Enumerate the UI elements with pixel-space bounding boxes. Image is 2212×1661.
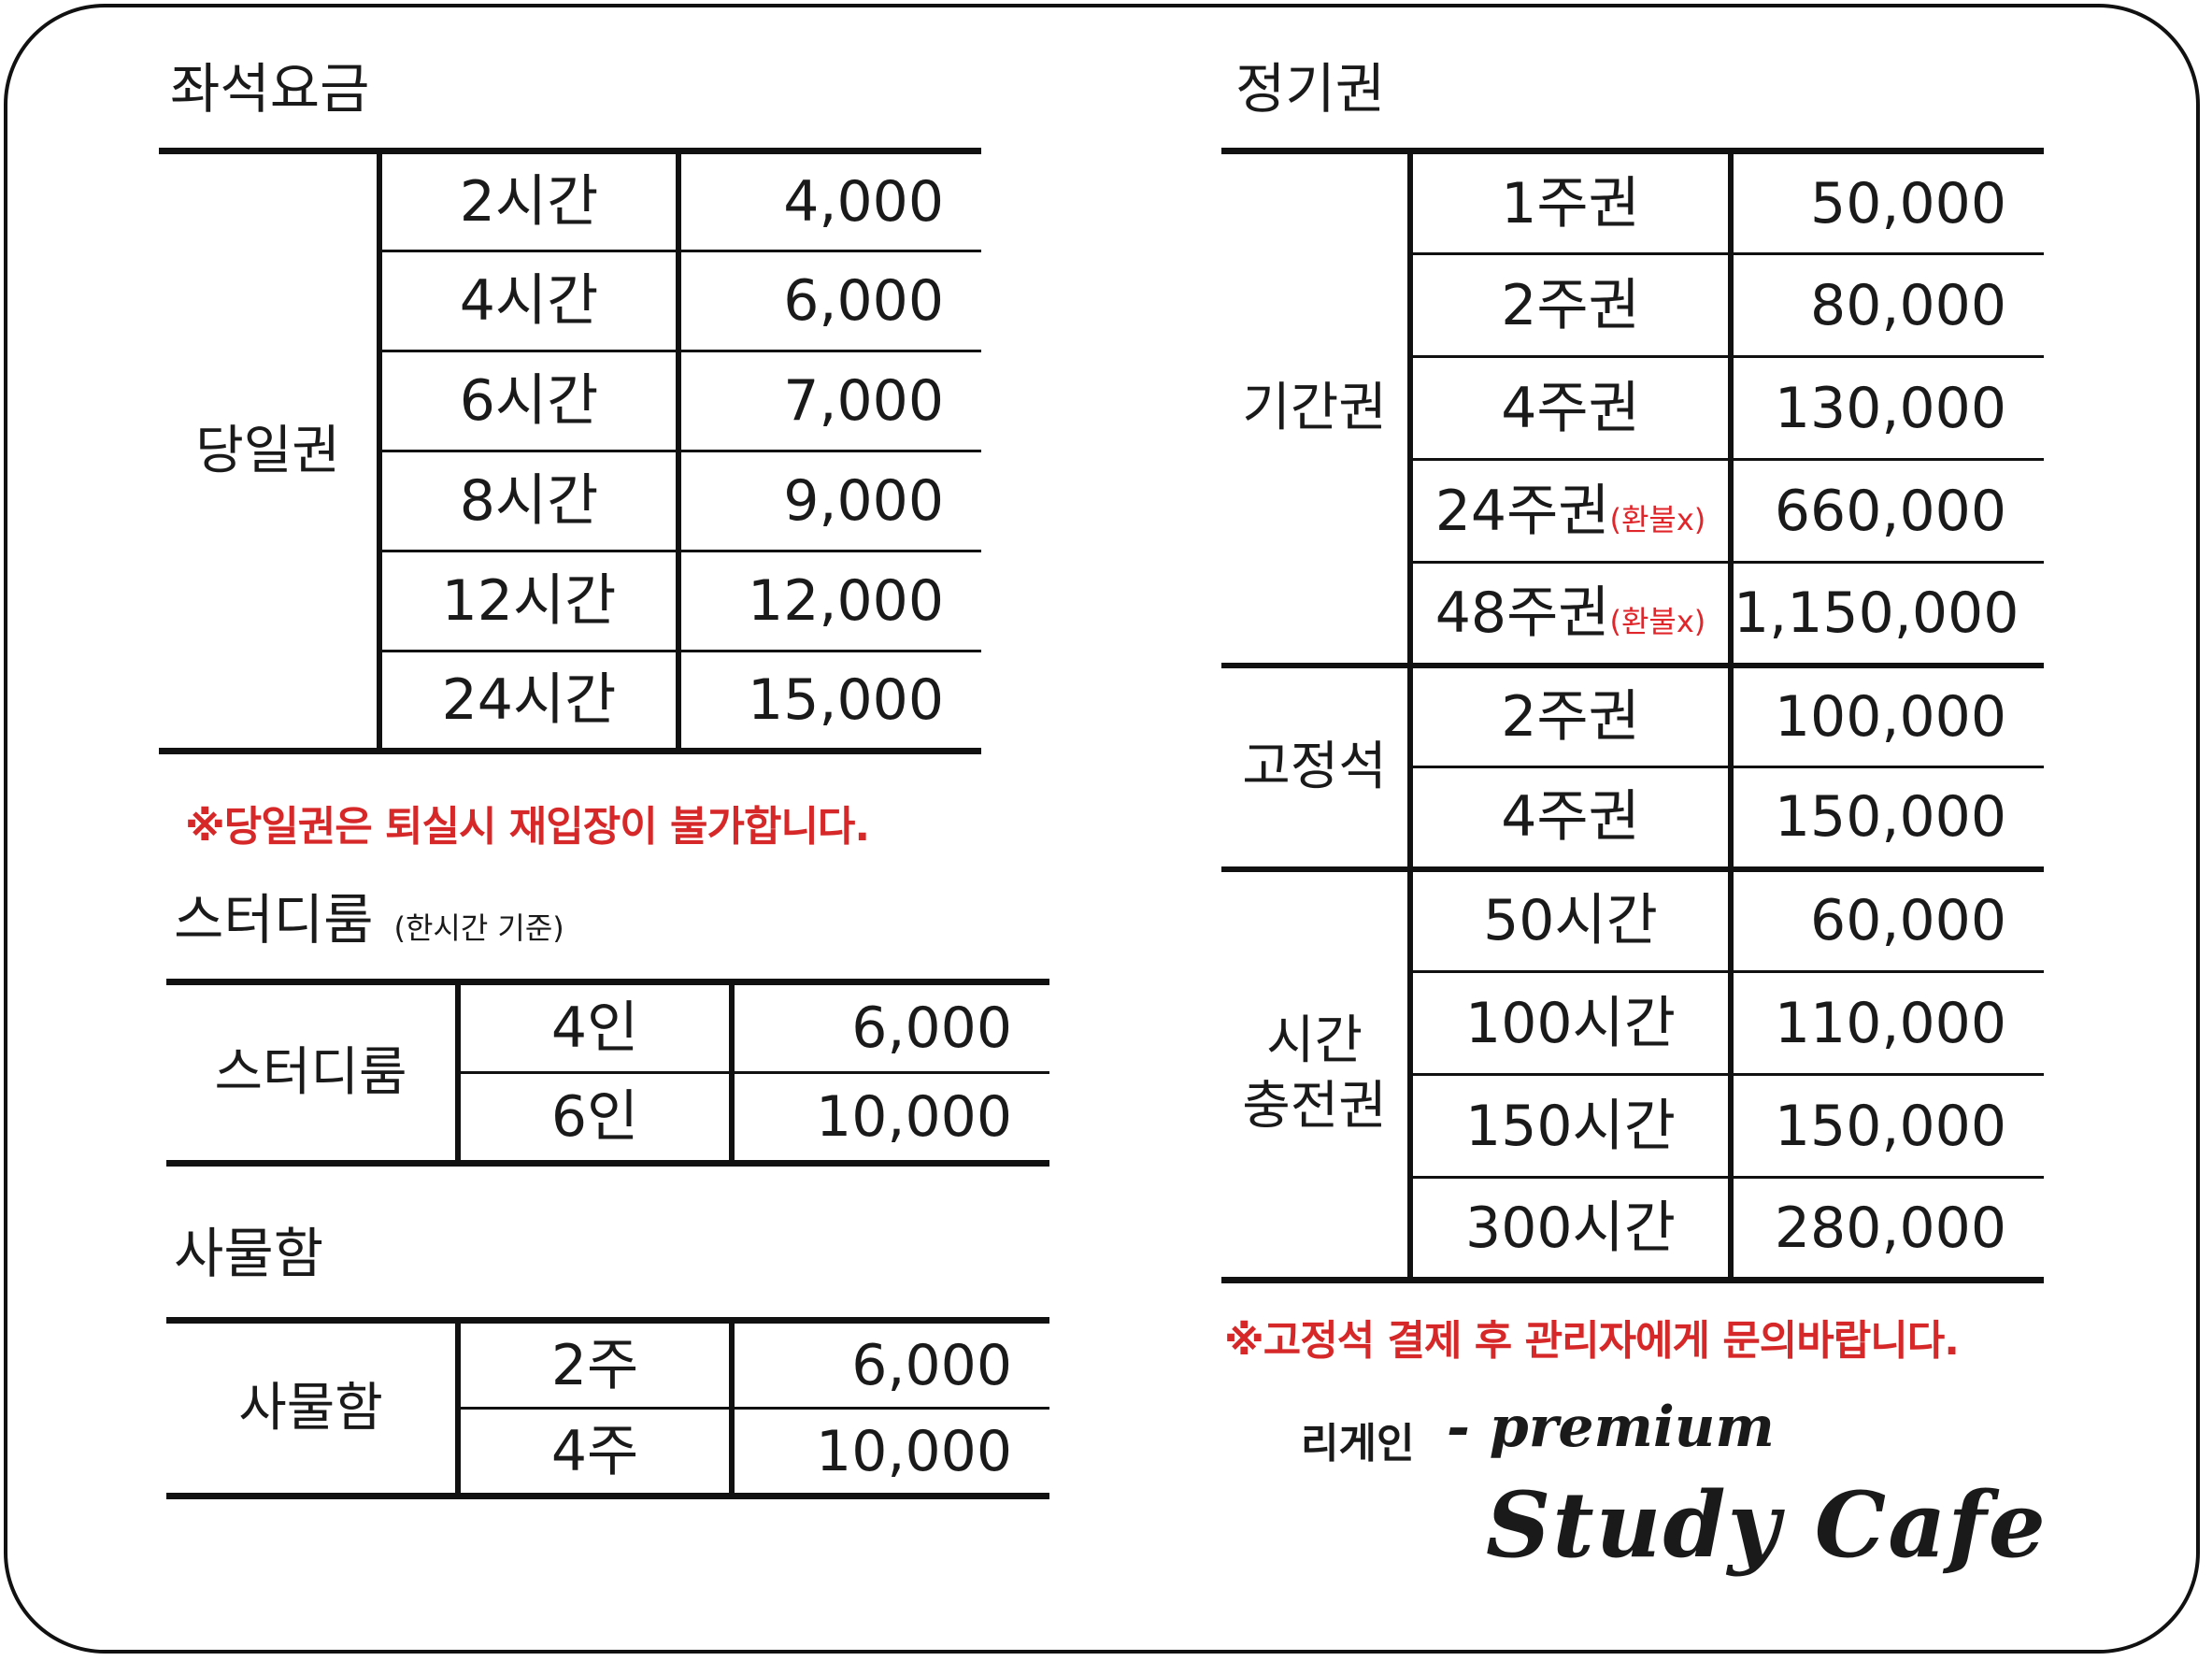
- table-row: 300시간 280,000: [1221, 1176, 2044, 1281]
- ticket-name: 12시간: [379, 550, 681, 652]
- table-row: 150시간 150,000: [1221, 1073, 2044, 1178]
- pass-price: 100,000: [1731, 662, 2044, 767]
- study-room-title-text: 스터디룸: [174, 888, 374, 952]
- table-row: 4주권 150,000: [1221, 766, 2044, 869]
- locker-table: 사물함 2주 6,000 4주 10,000: [166, 1317, 1049, 1499]
- room-price: 6,000: [851, 995, 1012, 1061]
- pass-name: 300시간: [1410, 1176, 1734, 1281]
- table-row: 12시간 12,000: [159, 550, 981, 652]
- pass-note: ※고정석 결제 후 관리자에게 문의바랍니다.: [1224, 1317, 1960, 1365]
- ticket-name: 8시간: [379, 450, 681, 551]
- pass-price: 50,000: [1810, 170, 2006, 236]
- no-refund-tag: (환불x): [1609, 603, 1706, 639]
- locker-title: 사물함: [174, 1222, 324, 1285]
- locker-period: 2주: [458, 1320, 735, 1409]
- pass-price: 150,000: [1731, 1073, 2044, 1178]
- pass-category-time-line2: 충전권: [1242, 1076, 1387, 1138]
- pass-category-time-line1: 시간: [1265, 1010, 1363, 1072]
- seat-fee-note: ※당일권은 퇴실시 재입장이 불가합니다.: [185, 803, 870, 851]
- pass-title: 정기권: [1235, 57, 1386, 121]
- table-row: 스터디룸 4인 6,000: [166, 981, 1049, 1164]
- seat-fee-category: 당일권: [159, 150, 382, 752]
- table-row: 24시간 15,000: [159, 650, 981, 752]
- table-row: 사물함 2주 6,000: [166, 1320, 1049, 1496]
- pass-price: 150,000: [1731, 766, 2044, 869]
- pass-name: 100시간: [1410, 970, 1734, 1075]
- study-room-table: 스터디룸 4인 6,000 6인 10,000: [166, 979, 1049, 1167]
- pass-price: 110,000: [1731, 970, 2044, 1075]
- study-room-title: 스터디룸(한시간 기준): [174, 893, 564, 947]
- ticket-name: 24시간: [379, 650, 681, 752]
- room-price: 10,000: [732, 1071, 1049, 1164]
- pass-price: 130,000: [1731, 355, 2044, 460]
- table-row: 4주권 130,000: [1221, 355, 2044, 460]
- pass-name: 24주권(환불x): [1410, 458, 1734, 563]
- pass-name: 2주권: [1410, 252, 1734, 357]
- ticket-name: 6시간: [379, 350, 681, 451]
- pass-table: 기간권 1주권 50,000 2주권 80,000 4주권 130,000 24…: [1221, 148, 2044, 1283]
- pass-name: 4주권: [1410, 766, 1734, 869]
- ticket-price: 15,000: [678, 650, 981, 752]
- table-row: 시간 충전권 50시간 60,000: [1221, 866, 2044, 1281]
- locker-price: 10,000: [732, 1407, 1049, 1496]
- table-row: 6시간 7,000: [159, 350, 981, 451]
- table-row: 고정석 2주권 100,000: [1221, 662, 2044, 869]
- table-row: 24주권(환불x) 660,000: [1221, 458, 2044, 563]
- room-size: 6인: [458, 1071, 735, 1164]
- pass-name: 50시간: [1410, 866, 1734, 972]
- pass-category-time: 시간 충전권: [1221, 866, 1413, 1281]
- pass-price: 80,000: [1731, 252, 2044, 357]
- locker-price: 6,000: [851, 1332, 1012, 1398]
- ticket-name: 2시간: [379, 150, 681, 251]
- pass-category-fixed: 고정석: [1221, 662, 1413, 869]
- pass-price: 60,000: [1731, 866, 2044, 972]
- locker-period: 4주: [458, 1407, 735, 1496]
- pass-name: 1주권: [1410, 150, 1734, 254]
- pass-price: 1,150,000: [1731, 561, 2044, 666]
- pass-name-text: 24주권: [1434, 478, 1610, 544]
- ticket-price: 7,000: [678, 350, 981, 451]
- table-row: 4주 10,000: [166, 1407, 1049, 1496]
- pass-name: 150시간: [1410, 1073, 1734, 1178]
- pass-category-period: 기간권: [1221, 150, 1413, 666]
- table-row: 기간권 1주권 50,000: [1221, 150, 2044, 666]
- ticket-price: 4,000: [783, 169, 944, 235]
- brand-korean-name: 리게인: [1301, 1420, 1415, 1468]
- seat-fee-title: 좌석요금: [170, 57, 370, 121]
- study-room-subtitle: (한시간 기준): [393, 910, 564, 946]
- table-row: 48주권(환불x) 1,150,000: [1221, 561, 2044, 666]
- pass-name-text: 48주권: [1434, 580, 1610, 646]
- pass-name: 4주권: [1410, 355, 1734, 460]
- ticket-name: 4시간: [379, 250, 681, 351]
- table-row: 당일권 2시간 4,000: [159, 150, 981, 752]
- room-size: 4인: [458, 981, 735, 1073]
- seat-fee-table: 당일권 2시간 4,000 4시간 6,000 6시간 7,000 8시간 9,…: [159, 148, 981, 754]
- table-row: 2주권 80,000: [1221, 252, 2044, 357]
- brand-premium: - premium: [1447, 1395, 1775, 1460]
- pass-name: 48주권(환불x): [1410, 561, 1734, 666]
- pass-price: 280,000: [1731, 1176, 2044, 1281]
- no-refund-tag: (환불x): [1609, 501, 1706, 537]
- ticket-price: 6,000: [678, 250, 981, 351]
- table-row: 6인 10,000: [166, 1071, 1049, 1164]
- pass-price: 660,000: [1731, 458, 2044, 563]
- ticket-price: 9,000: [678, 450, 981, 551]
- pass-name: 2주권: [1410, 662, 1734, 767]
- brand-study-cafe: Study Cafe: [1486, 1472, 2048, 1578]
- table-row: 100시간 110,000: [1221, 970, 2044, 1075]
- menu-border: [4, 4, 2200, 1654]
- locker-category: 사물함: [166, 1320, 461, 1496]
- study-room-category: 스터디룸: [166, 981, 461, 1164]
- ticket-price: 12,000: [678, 550, 981, 652]
- table-row: 4시간 6,000: [159, 250, 981, 351]
- table-row: 8시간 9,000: [159, 450, 981, 551]
